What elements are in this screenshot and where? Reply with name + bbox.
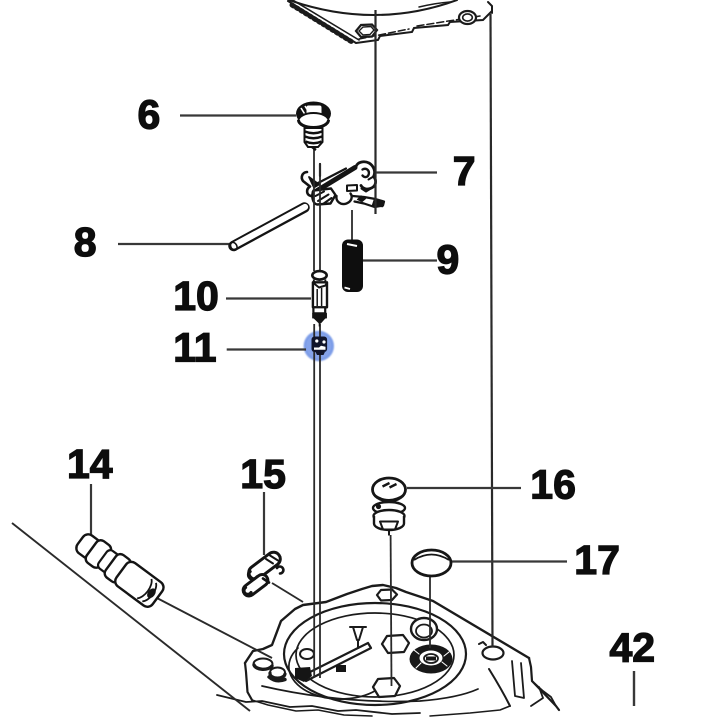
svg-text:42: 42 xyxy=(610,625,656,671)
svg-text:14: 14 xyxy=(67,441,113,487)
svg-text:17: 17 xyxy=(574,537,620,583)
svg-text:7: 7 xyxy=(453,148,476,194)
svg-text:11: 11 xyxy=(173,325,216,371)
svg-text:10: 10 xyxy=(173,273,219,319)
svg-text:16: 16 xyxy=(530,462,576,508)
svg-text:15: 15 xyxy=(240,451,286,497)
svg-text:8: 8 xyxy=(74,219,97,265)
svg-text:9: 9 xyxy=(437,237,460,283)
svg-text:6: 6 xyxy=(138,92,161,138)
